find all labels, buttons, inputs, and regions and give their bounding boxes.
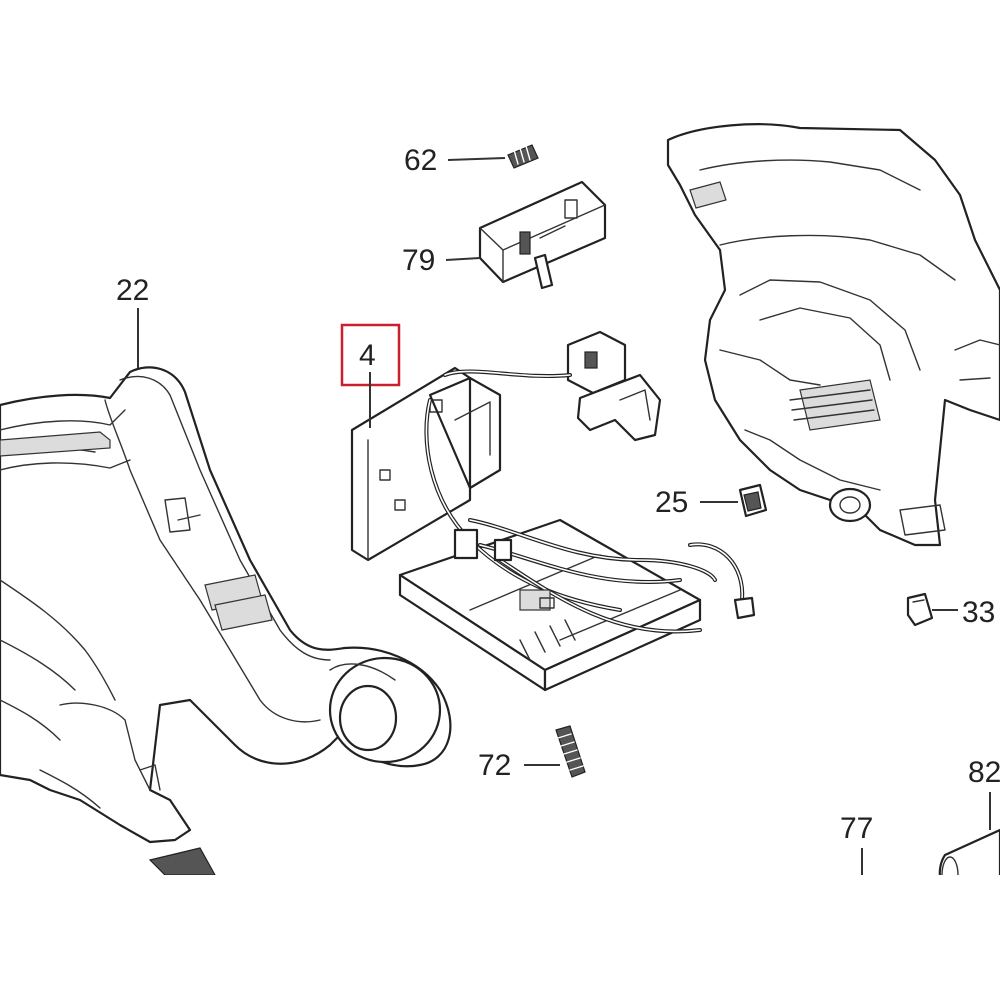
- bottom-crop-band: [0, 875, 1000, 1000]
- callout-62: 62: [404, 144, 506, 177]
- callout-label-79: 79: [402, 244, 435, 277]
- part-right-housing: [666, 123, 1000, 547]
- callout-label-62: 62: [404, 144, 437, 177]
- callout-label-77: 77: [840, 812, 873, 845]
- callout-4: 4: [340, 323, 401, 428]
- callout-77: 77: [840, 812, 873, 880]
- part-25-cap: [738, 483, 768, 518]
- callout-72: 72: [478, 749, 560, 782]
- callout-79: 79: [402, 244, 481, 277]
- part-72-spring: [555, 725, 586, 778]
- part-62-spring: [507, 144, 539, 169]
- callout-25: 25: [655, 486, 738, 519]
- part-22-handle-housing: [0, 366, 452, 876]
- callout-label-4: 4: [359, 339, 376, 372]
- callout-82: 82: [968, 756, 1000, 830]
- callout-label-82: 82: [968, 756, 1000, 789]
- part-79-switch-button: [478, 180, 607, 290]
- callout-label-72: 72: [478, 749, 511, 782]
- callout-label-33: 33: [962, 596, 995, 629]
- callout-label-22: 22: [116, 274, 149, 307]
- callout-label-25: 25: [655, 486, 688, 519]
- callout-22: 22: [116, 274, 149, 368]
- callout-33: 33: [932, 596, 995, 629]
- part-33-nut: [906, 592, 934, 627]
- part-4-electronics-module: [350, 330, 756, 692]
